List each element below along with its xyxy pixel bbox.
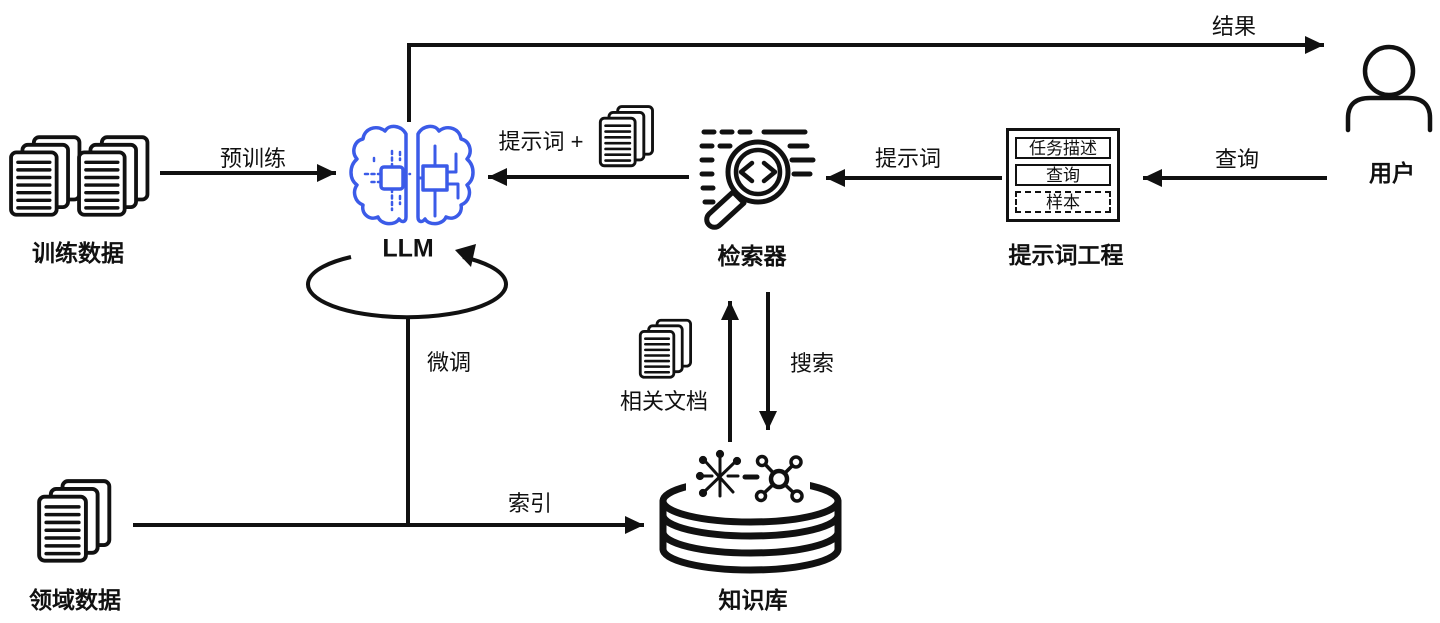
query-label: 查询	[1214, 147, 1260, 172]
retriever-label: 检索器	[717, 243, 787, 269]
domain-data-doc-icon	[37, 479, 112, 563]
prompt-engineering-label: 提示词工程	[1008, 242, 1124, 268]
training-data-doc-icon-1	[9, 135, 82, 217]
search-label: 搜索	[789, 351, 835, 376]
prompt-row-samples: 样本	[1015, 191, 1111, 213]
user-label: 用户	[1369, 160, 1415, 186]
database-icon	[659, 449, 842, 574]
related-docs-icon	[638, 318, 693, 379]
llm-label: LLM	[382, 234, 434, 263]
index-label: 索引	[507, 491, 553, 516]
result-arrow	[407, 36, 1324, 122]
prompt-engineering-box: 任务描述 查询 样本	[1006, 128, 1120, 222]
result-label: 结果	[1211, 14, 1257, 39]
domain-data-label: 领域数据	[29, 587, 121, 613]
prompt-row-query: 查询	[1015, 164, 1111, 186]
finetune-label: 微调	[426, 350, 472, 375]
finetune-loop	[306, 255, 508, 320]
prompt-plus-label: 提示词 +	[498, 129, 584, 154]
knowledge-base-label: 知识库	[718, 587, 788, 613]
brain-chip-icon	[349, 124, 475, 226]
graph-icon	[754, 454, 804, 503]
training-data-doc-icon-2	[77, 135, 150, 217]
user-icon	[1345, 44, 1433, 133]
prompt-row-task-description: 任务描述	[1015, 137, 1111, 159]
related-docs-label: 相关文档	[619, 389, 709, 414]
pretrain-label: 预训练	[219, 146, 287, 171]
prompt-label: 提示词	[874, 146, 942, 171]
training-data-label: 训练数据	[32, 240, 124, 266]
prompt-docs-icon	[598, 105, 654, 168]
code-search-icon	[699, 129, 816, 230]
vector-star-icon	[695, 449, 742, 498]
finetune-loop-arrowhead	[455, 244, 476, 267]
